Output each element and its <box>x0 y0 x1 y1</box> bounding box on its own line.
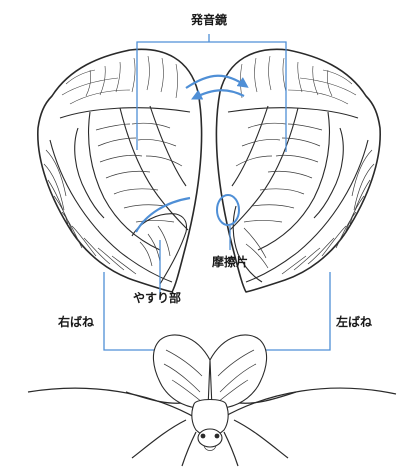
label-scraper: 摩擦片 <box>212 254 248 269</box>
label-left-spring: 左ばね <box>335 314 372 329</box>
label-file-part: やすり部 <box>133 290 181 305</box>
left-wing <box>38 49 202 292</box>
label-sound-mirror: 発音鏡 <box>190 12 227 27</box>
cricket-body <box>28 335 396 466</box>
label-right-spring: 右ばね <box>57 314 94 329</box>
